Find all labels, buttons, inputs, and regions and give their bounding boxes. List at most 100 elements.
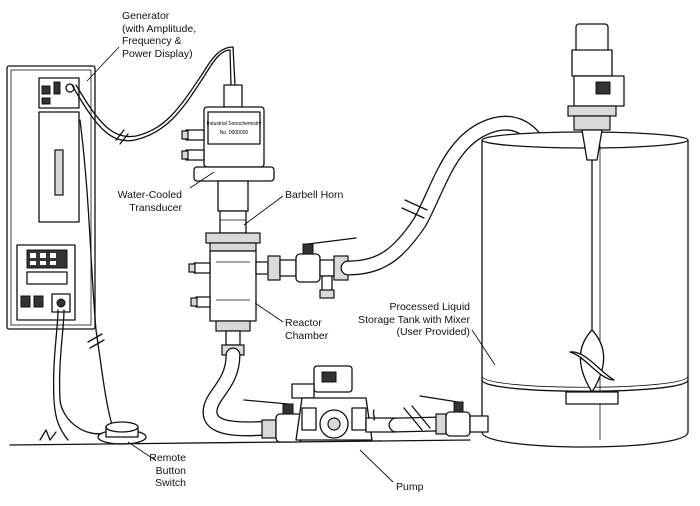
outlet-pipe-2 [319, 259, 335, 277]
transducer-flange [193, 166, 275, 182]
pump-motor-terminal [321, 371, 337, 383]
mixer-clamp [573, 115, 611, 131]
pump-inlet-union [261, 419, 277, 439]
generator-display-digit-5 [40, 261, 46, 265]
outlet-valve-body [295, 253, 321, 283]
tank-liquid-level-2 [481, 375, 689, 388]
label-generator-line-2: (with Amplitude, [122, 22, 197, 35]
label-reactor-chamber: Reactor Chamber [285, 317, 328, 342]
generator-display-digit-1 [30, 253, 36, 258]
reactor-body [209, 250, 257, 322]
mixer-impeller-blade-2 [569, 351, 615, 381]
label-transducer: Water-Cooled Transducer [104, 189, 182, 214]
power-cable [79, 119, 97, 331]
hose-break-mark-2 [403, 405, 431, 431]
tank-wall [481, 140, 689, 448]
switch-cable-a [52, 309, 69, 441]
outlet-pipe-1 [279, 259, 297, 277]
leader-pump [359, 449, 394, 483]
pump-motor-end-cap [291, 383, 315, 399]
transducer-cable-drop-a [229, 49, 232, 86]
tank-valve-body [445, 411, 471, 437]
tank-valve-handle [419, 395, 459, 403]
generator-port-1 [41, 85, 51, 95]
generator-port-2 [53, 81, 61, 95]
label-tank-line-2: Storage Tank with Mixer [358, 313, 470, 326]
cable-break-mark-2 [87, 333, 105, 349]
water-cooled-transducer: Industrial Sonochemistry No. 0000000 [181, 84, 275, 212]
generator-display-digit-4 [30, 261, 36, 265]
label-transducer-line-1: Water-Cooled [117, 189, 182, 201]
leader-switch [127, 441, 156, 461]
reactor-inlet-stub [225, 330, 241, 346]
switch-cable-b [58, 309, 65, 401]
transducer-label-plate [207, 111, 261, 145]
pump-inlet-valve-stem [282, 403, 294, 415]
horn-upper-section [219, 210, 247, 234]
reactor-side-port-upper [193, 262, 211, 274]
label-pump: Pump [396, 481, 423, 494]
floor-break [39, 429, 57, 441]
generator-port-4 [41, 97, 51, 105]
tank-valve-union [435, 413, 447, 435]
label-barbell-horn: Barbell Horn [285, 189, 343, 202]
label-tank-line-3: (User Provided) [396, 326, 470, 338]
leader-horn [243, 195, 284, 226]
coolant-outlet-fitting [185, 149, 205, 161]
generator-indicator-slot [54, 149, 64, 196]
barbell-horn [219, 210, 247, 234]
label-switch-line-2: Button [155, 464, 186, 477]
label-transducer-line-2: Transducer [129, 201, 182, 214]
label-horn-line-1: Barbell Horn [285, 189, 344, 201]
generator-display [26, 249, 68, 269]
generator-inner-frame [10, 69, 92, 326]
label-remote-switch: Remote Button Switch [130, 452, 186, 490]
tank-valve-outlet [469, 415, 489, 433]
label-reactor-line-1: Reactor [285, 317, 322, 329]
label-generator-line-1: Generator [122, 10, 170, 22]
outlet-valve-assembly [279, 237, 357, 299]
generator-unit [6, 65, 96, 330]
tank-mixer [565, 23, 625, 405]
remote-button-switch [97, 421, 147, 445]
mixer-terminal-box [595, 81, 611, 95]
label-reactor-line-2: Chamber [285, 329, 329, 342]
reactor-outlet-union [267, 255, 281, 281]
generator-display-digit-2 [40, 253, 46, 258]
reactor-outlet-stub [255, 261, 269, 275]
coolant-inlet-nut [181, 130, 189, 140]
transducer-cable-drop-b [232, 46, 236, 86]
generator-cable-b [75, 46, 234, 138]
hose-break-mark-1 [401, 199, 428, 219]
mixer-shaft-coupling [581, 129, 603, 161]
reactor-bottom-flange [215, 320, 251, 332]
coolant-outlet-nut [181, 150, 189, 160]
tank-liquid-level [481, 379, 689, 392]
pump-body-right [351, 407, 367, 431]
floor-line [9, 439, 471, 446]
inlet-hose-inner [203, 348, 275, 436]
leader-reactor [254, 302, 284, 323]
generator-socket-plug [56, 298, 66, 308]
reactor-side-port-lower-nut [190, 297, 198, 307]
tank-inlet-valve [419, 395, 489, 437]
transducer-plate-line-1: Industrial Sonochemistry [207, 121, 262, 127]
switch-cable-c [59, 399, 111, 435]
mixer-motor-top [575, 23, 609, 53]
pump-body-left [301, 407, 317, 431]
generator-cable-a [71, 49, 231, 142]
reactor-top-flange [205, 232, 261, 244]
generator-power-switch [20, 295, 31, 308]
pump-assembly [243, 365, 397, 443]
leader-transducer [189, 171, 215, 189]
label-switch-line-1: Remote [149, 452, 186, 464]
leader-generator [86, 46, 120, 82]
reactor-chamber [188, 232, 281, 356]
reactor-side-port-upper-nut [188, 263, 196, 273]
coolant-inlet-fitting [185, 129, 205, 141]
generator-display-digit-6 [50, 261, 56, 265]
mixer-motor-body [571, 49, 613, 77]
mixer-mount-plate [567, 105, 617, 117]
